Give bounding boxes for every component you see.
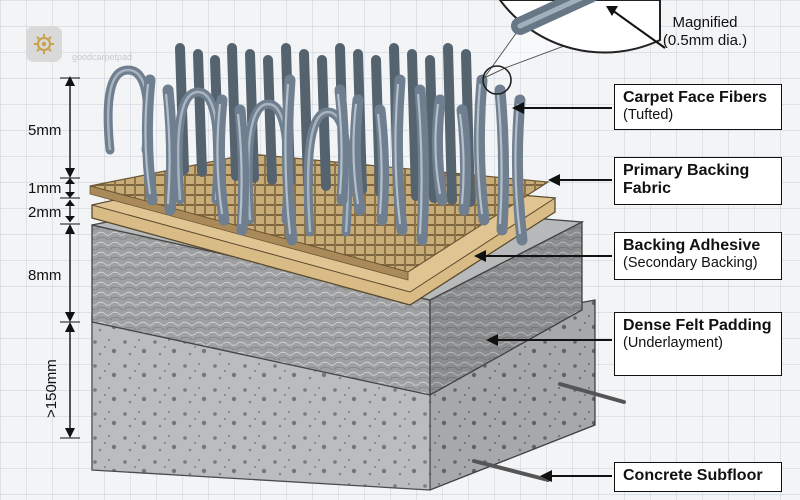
callout-title: Backing Adhesive <box>623 237 773 255</box>
dim-label-8mm: 8mm <box>28 267 61 284</box>
dimension-markers: 5mm 1mm 2mm 8mm >150mm <box>28 76 80 438</box>
callout-primary-backing: Primary Backing Fabric <box>614 157 782 205</box>
dim-label-2mm: 2mm <box>28 204 61 221</box>
callout-concrete-subfloor: Concrete Subfloor <box>614 462 782 492</box>
magnified-detail: (0.5mm dia.) <box>640 32 770 50</box>
dim-150mm: >150mm <box>43 322 75 438</box>
fiber-strand <box>412 54 416 196</box>
fiber-strand <box>268 60 272 180</box>
callout-subtitle: (Secondary Backing) <box>623 255 773 272</box>
arrow-primary-backing <box>548 174 560 186</box>
dim-5mm: 5mm <box>28 76 75 178</box>
dim-1mm: 1mm <box>28 178 75 198</box>
callout-title: Carpet Face Fibers <box>623 89 773 107</box>
dim-label-150mm: >150mm <box>43 359 60 418</box>
fiber-strand <box>322 60 326 186</box>
magnified-label: Magnified (0.5mm dia.) <box>640 14 770 50</box>
magnifier <box>483 0 665 94</box>
dim-label-5mm: 5mm <box>28 122 61 139</box>
callout-title: Concrete Subfloor <box>623 467 773 485</box>
callout-felt-padding: Dense Felt Padding (Underlayment) <box>614 312 782 376</box>
magnified-title: Magnified <box>640 14 770 32</box>
dim-label-1mm: 1mm <box>28 180 61 197</box>
app-logo-icon[interactable] <box>26 26 62 62</box>
rebar-rod <box>474 461 548 480</box>
dim-8mm: 8mm <box>28 224 75 322</box>
callout-carpet-face-fibers: Carpet Face Fibers (Tufted) <box>614 84 782 130</box>
watermark: goodcarpetpad <box>72 52 132 62</box>
dim-2mm: 2mm <box>28 200 75 222</box>
fiber-highlight <box>108 70 148 150</box>
fiber-strand <box>448 48 452 200</box>
gear-icon <box>33 33 55 55</box>
fiber-strand <box>198 54 202 172</box>
callout-title: Primary Backing Fabric <box>623 162 773 199</box>
callout-title: Dense Felt Padding <box>623 317 773 335</box>
callout-subtitle: (Underlayment) <box>623 335 773 352</box>
callout-subtitle: (Tufted) <box>623 107 773 124</box>
callout-backing-adhesive: Backing Adhesive (Secondary Backing) <box>614 232 782 280</box>
